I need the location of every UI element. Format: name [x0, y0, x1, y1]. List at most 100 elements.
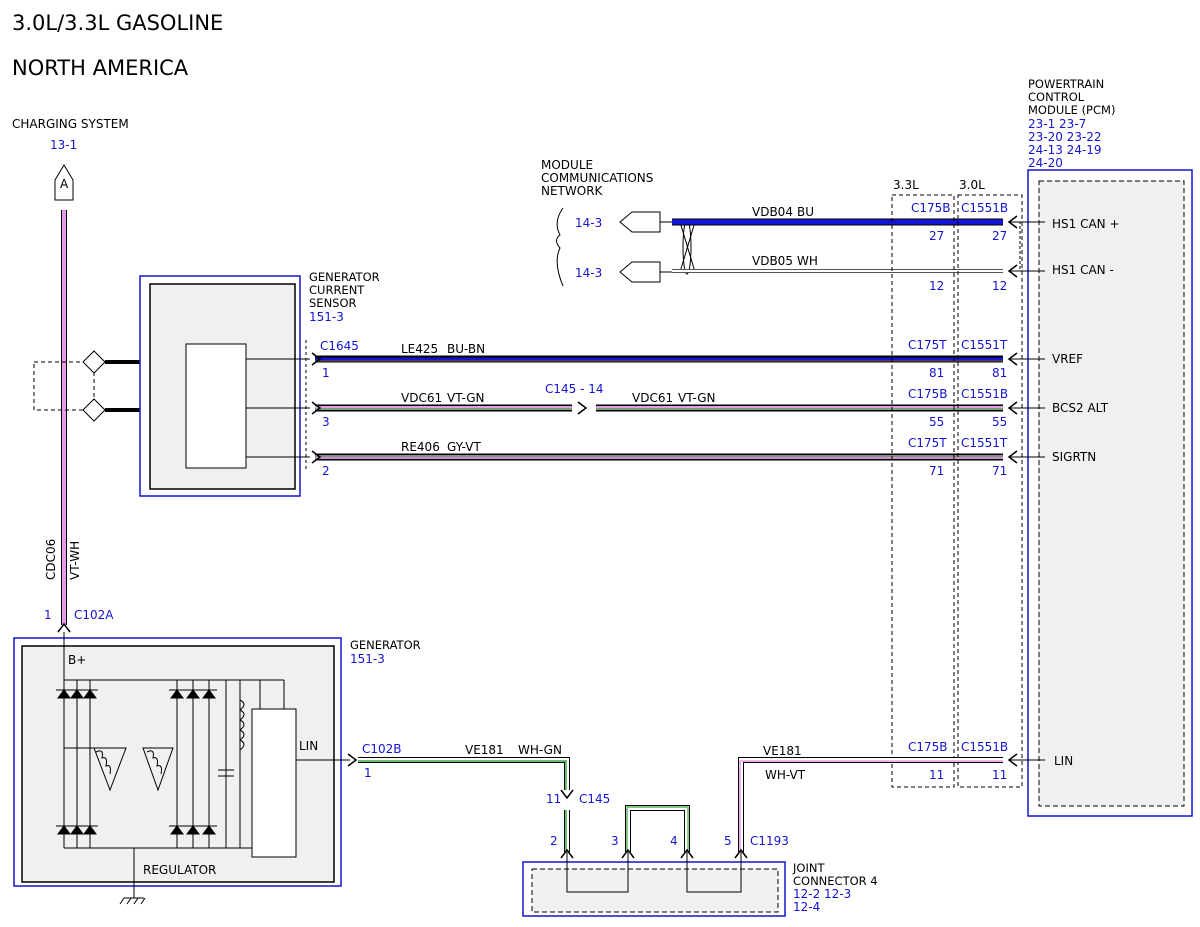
vdc61-p30: 55 [992, 415, 1007, 429]
mcn-brace-icon [556, 207, 564, 287]
pcm-label-3: MODULE (PCM) [1028, 103, 1115, 117]
charging-system-ref[interactable]: CHARGING SYSTEM 13-1 A [12, 117, 129, 201]
vdc61-circuit-a: VDC61 [401, 391, 442, 405]
jc4-ref-1[interactable]: 12-2 12-3 [793, 887, 851, 901]
vdc61-color-b: VT-GN [678, 391, 715, 405]
mcn-ref-a[interactable]: 14-3 [575, 216, 602, 230]
c145-arrow-icon [560, 789, 574, 800]
mcn-connector-b-icon [619, 261, 661, 283]
gcs-label-3: SENSOR [309, 296, 357, 310]
vdc61-wire[interactable] [315, 404, 1003, 412]
joint-connector-4[interactable] [522, 852, 786, 917]
ve181b-c33: C175B [908, 740, 948, 754]
ve181b-circuit: VE181 [763, 744, 802, 758]
ve181b-p30: 11 [992, 768, 1007, 782]
mcn-label-1: MODULE [541, 158, 593, 172]
gcs-label-1: GENERATOR [309, 270, 380, 284]
c102b-pin: 1 [364, 766, 372, 780]
pcm-ref-2[interactable]: 23-20 23-22 [1028, 130, 1102, 144]
ve181-wh-gn-wire[interactable] [358, 757, 570, 852]
jc4-ref-2[interactable]: 12-4 [793, 900, 820, 914]
pcm-pin-hs1-can-minus: HS1 CAN - [1052, 263, 1114, 277]
vdc61-arrow-icon [311, 401, 322, 415]
vdb04-p30: 27 [992, 229, 1007, 243]
c145-inline-connector: C145 - 14 [545, 382, 604, 396]
jc4-pin-2: 2 [550, 834, 558, 848]
re406-wire[interactable] [315, 453, 1003, 461]
vdb05-circuit: VDB05 [752, 254, 793, 268]
cdc06-color: VT-WH [68, 541, 82, 580]
pcm-pin-bcs2-alt: BCS2 ALT [1052, 401, 1109, 415]
ve181a-circuit: VE181 [465, 743, 504, 757]
variant-30-label: 3.0L [959, 178, 985, 192]
pcm-ref-1[interactable]: 23-1 23-7 [1028, 117, 1086, 131]
c145-inline-arrow-icon [577, 401, 588, 415]
cdc06-arrow-icon [57, 622, 71, 633]
vdb04-c33: C175B [911, 201, 951, 215]
le425-pin: 1 [322, 366, 330, 380]
pcm-pin-sigrtn: SIGRTN [1052, 450, 1096, 464]
c102b-arrow-icon [347, 753, 358, 767]
vdb04-p33: 27 [929, 229, 944, 243]
vdb05-p33: 12 [929, 279, 944, 293]
le425-p30: 81 [992, 366, 1007, 380]
jc4-jumper-wire[interactable] [625, 805, 690, 852]
le425-c30: C1551T [961, 338, 1008, 352]
vdc61-p33: 55 [929, 415, 944, 429]
variant-33-label: 3.3L [893, 178, 919, 192]
re406-c33: C175T [908, 436, 947, 450]
current-sensor-loop [33, 350, 140, 422]
charging-system-label: CHARGING SYSTEM [12, 117, 129, 131]
ve181b-color: WH-VT [765, 768, 806, 782]
c1645-connector: C1645 [320, 339, 359, 353]
vdc61-color-a: VT-GN [447, 391, 484, 405]
vdb04-color: BU [797, 205, 814, 219]
re406-arrow-icon [311, 450, 322, 464]
vdb04-c30: C1551B [961, 201, 1008, 215]
mcn-connector-a-icon [619, 211, 661, 233]
connector-a-icon [54, 164, 74, 201]
le425-arrow-icon [311, 352, 322, 366]
generator-bplus: B+ [68, 653, 86, 667]
le425-wire[interactable] [315, 355, 1003, 363]
generator-lin-label: LIN [299, 739, 318, 753]
vdb05-color: WH [797, 254, 818, 268]
twisted-pair-icon [679, 221, 696, 273]
ve181b-c30: C1551B [961, 740, 1008, 754]
ve181b-p33: 11 [929, 768, 944, 782]
generator-internal-schematic [56, 632, 350, 905]
ve181-wh-vt-wire[interactable] [738, 757, 1003, 852]
generator-current-sensor[interactable] [139, 275, 310, 497]
charging-system-page-ref: 13-1 [50, 138, 77, 152]
variant-30-box [957, 194, 1023, 788]
vdc61-circuit-b: VDC61 [632, 391, 673, 405]
re406-c30: C1551T [961, 436, 1008, 450]
jc4-pin-5: 5 [724, 834, 732, 848]
vdc61-c33: C175B [908, 387, 948, 401]
mcn-ref-b[interactable]: 14-3 [575, 266, 602, 280]
regulator-label: REGULATOR [143, 863, 216, 877]
c145-pin: 11 [546, 792, 561, 806]
vdc61-pin: 3 [322, 415, 330, 429]
re406-p33: 71 [929, 464, 944, 478]
le425-p33: 81 [929, 366, 944, 380]
pcm-pin-hs1-can-plus: HS1 CAN + [1052, 217, 1120, 231]
pcm-label-2: CONTROL [1028, 90, 1085, 104]
pcm-pin-arrows [1007, 215, 1045, 767]
variant-33-box [891, 194, 955, 788]
pcm-ref-3[interactable]: 24-13 24-19 [1028, 143, 1102, 157]
mcn-label-2: COMMUNICATIONS [541, 171, 653, 185]
pcm-ref-4[interactable]: 24-20 [1028, 156, 1063, 170]
c102b-connector: C102B [362, 742, 402, 756]
vdb04-circuit: VDB04 [752, 205, 793, 219]
pcm-pin-vref: VREF [1052, 352, 1083, 366]
connector-a-label: A [60, 177, 69, 191]
le425-color: BU-BN [447, 342, 485, 356]
generator-page-ref: 151-3 [350, 652, 385, 666]
diagram-title: 3.0L/3.3L GASOLINE [12, 11, 223, 35]
jc4-label-2: CONNECTOR 4 [793, 874, 878, 888]
pcm-module[interactable] [1027, 169, 1193, 817]
le425-circuit: LE425 [401, 342, 438, 356]
re406-pin: 2 [322, 464, 330, 478]
